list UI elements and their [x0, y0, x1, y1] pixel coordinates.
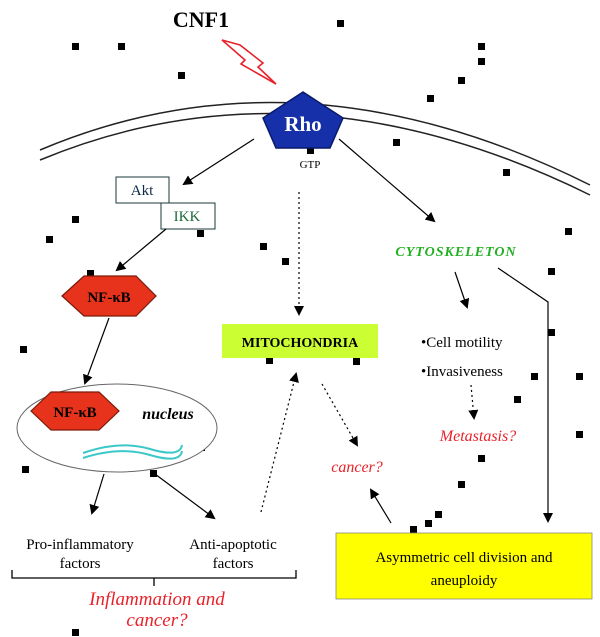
- gtp-label: GTP: [300, 159, 321, 171]
- dna-strand-icon: [82, 444, 183, 460]
- arrow-cytoskeleton-to-asymmetric: [497, 267, 553, 523]
- mitochondria-label: MITOCHONDRIA: [242, 336, 359, 351]
- metastasis-label: Metastasis?: [439, 428, 516, 445]
- arrow-rho-to-cytoskeleton: [338, 138, 436, 223]
- nucleus-label: nucleus: [142, 406, 194, 423]
- inflammation-line1: Inflammation and: [88, 589, 225, 610]
- arrow-invasiveness-to-metastasis: [468, 384, 479, 420]
- arrow-asymmetric-to-cancer: [369, 488, 392, 524]
- anti-apoptotic-line1: Anti-apoptotic: [189, 537, 277, 553]
- nfkb-nucleus-label: NF-κB: [53, 405, 96, 421]
- mitochondria-box: [222, 324, 378, 358]
- cancer-label: cancer?: [331, 459, 383, 476]
- cell-motility-label: •Cell motility: [421, 335, 503, 351]
- asymmetric-line1: Asymmetric cell division and: [375, 550, 553, 566]
- arrow-rho-to-akt: [182, 138, 255, 186]
- rho-pentagon: [262, 91, 344, 149]
- ikk-label: IKK: [174, 209, 201, 225]
- pro-inflammatory-line1: Pro-inflammatory: [26, 537, 134, 553]
- nfkb-label: NF-κB: [87, 290, 130, 306]
- rho-label: Rho: [284, 112, 321, 136]
- arrow-cytoskeleton-to-motility: [454, 271, 470, 309]
- ikk-box: [160, 202, 216, 230]
- lightning-bolt-icon: [221, 39, 277, 85]
- anti-apoptotic-line2: factors: [213, 556, 254, 572]
- pro-inflammatory-line2: factors: [60, 556, 101, 572]
- akt-label: Akt: [131, 183, 154, 199]
- cnf1-label: CNF1: [173, 7, 229, 32]
- arrow-nucleus-to-anti-apoptotic: [154, 473, 216, 520]
- asymmetric-line2: aneuploidy: [431, 573, 498, 589]
- arrow-nucleus-to-pro-inflammatory: [89, 473, 105, 515]
- nfkb-hexagon: [61, 275, 157, 317]
- asymmetric-division-box: [335, 532, 593, 600]
- akt-box: [115, 176, 170, 204]
- nfkb-nucleus-hexagon: [30, 391, 120, 431]
- invasiveness-label: •Invasiveness: [421, 364, 503, 380]
- arrow-nfkb-to-nucleus: [83, 317, 110, 385]
- arrow-anti-apoptotic-to-mitochondria: [260, 372, 299, 513]
- inflammation-line2: cancer?: [126, 610, 188, 631]
- cytoskeleton-label: CYTOSKELETON: [395, 245, 516, 260]
- arrow-ikk-to-nfkb: [115, 228, 167, 272]
- arrow-mitochondria-to-cancer: [321, 383, 358, 447]
